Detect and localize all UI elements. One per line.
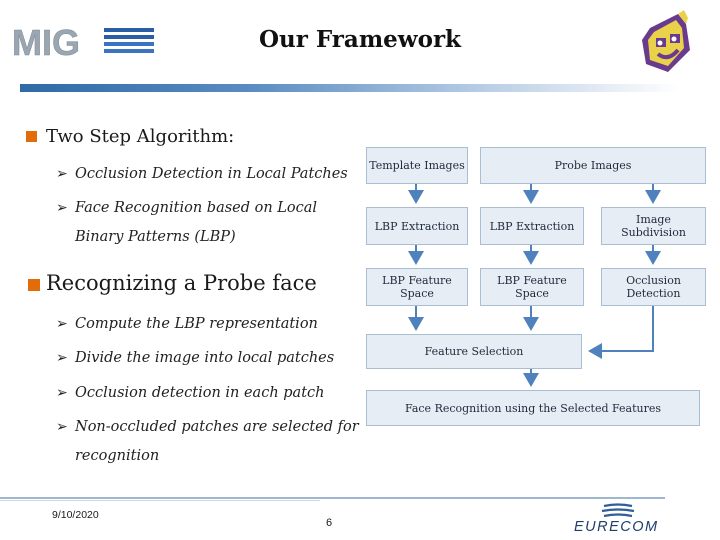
eurecom-stripes-icon	[601, 503, 635, 518]
box-feature-selection: Feature Selection	[366, 334, 582, 369]
sub-bullet-occlusion: Occlusion Detection in Local Patches	[75, 166, 348, 182]
eurecom-logo	[566, 503, 666, 539]
mascot-logo	[638, 10, 700, 78]
box-template-images: Template Images	[366, 147, 468, 184]
bullet-two-step: Two Step Algorithm:	[46, 126, 235, 147]
sub-bullet-compute-lbp: Compute the LBP representation	[75, 316, 318, 332]
mig-logo-icon: MIG	[12, 22, 154, 63]
footer-divider	[0, 497, 665, 499]
bullet-square	[28, 279, 40, 291]
mig-logo-text: MIG	[12, 22, 80, 62]
box-lbp-feature-space-probe: LBP Feature Space	[480, 268, 584, 306]
sub-bullet-divide: Divide the image into local patches	[75, 350, 335, 366]
arrow-bullet-icon: ➢	[56, 385, 68, 401]
sub-bullet-face-recognition: Face Recognition based on Local	[75, 200, 318, 216]
mig-logo: MIG	[12, 22, 162, 63]
box-lbp-feature-space-template: LBP Feature Space	[366, 268, 468, 306]
sub-bullet-non-occluded-cont: recognition	[75, 448, 160, 464]
box-face-recognition: Face Recognition using the Selected Feat…	[366, 390, 700, 426]
bullet-recognizing: Recognizing a Probe face	[46, 271, 317, 295]
sub-bullet-occlusion-each: Occlusion detection in each patch	[75, 385, 325, 401]
box-lbp-extraction-template: LBP Extraction	[366, 207, 468, 245]
box-occlusion-detection: Occlusion Detection	[601, 268, 706, 306]
arrow-bullet-icon: ➢	[56, 200, 68, 216]
arrow-bullet-icon: ➢	[56, 419, 68, 435]
arrow-bullet-icon: ➢	[56, 316, 68, 332]
sub-bullet-non-occluded: Non-occluded patches are selected for	[75, 419, 359, 435]
slide-title: Our Framework	[259, 26, 461, 53]
arrow-bullet-icon: ➢	[56, 350, 68, 366]
cartoon-mascot-icon	[642, 10, 690, 72]
box-probe-images: Probe Images	[480, 147, 706, 184]
sub-bullet-face-recognition-cont: Binary Patterns (LBP)	[75, 229, 236, 245]
box-image-subdivision: Image Subdivision	[601, 207, 706, 245]
box-lbp-extraction-probe: LBP Extraction	[480, 207, 584, 245]
footer-date: 9/10/2020	[52, 509, 99, 521]
page-number: 6	[326, 517, 333, 529]
arrow-bullet-icon: ➢	[56, 166, 68, 182]
eurecom-logo-text: EURECOM	[574, 519, 659, 535]
header-divider	[20, 84, 680, 92]
bullet-square	[26, 131, 37, 142]
footer-divider-thin	[0, 500, 320, 501]
